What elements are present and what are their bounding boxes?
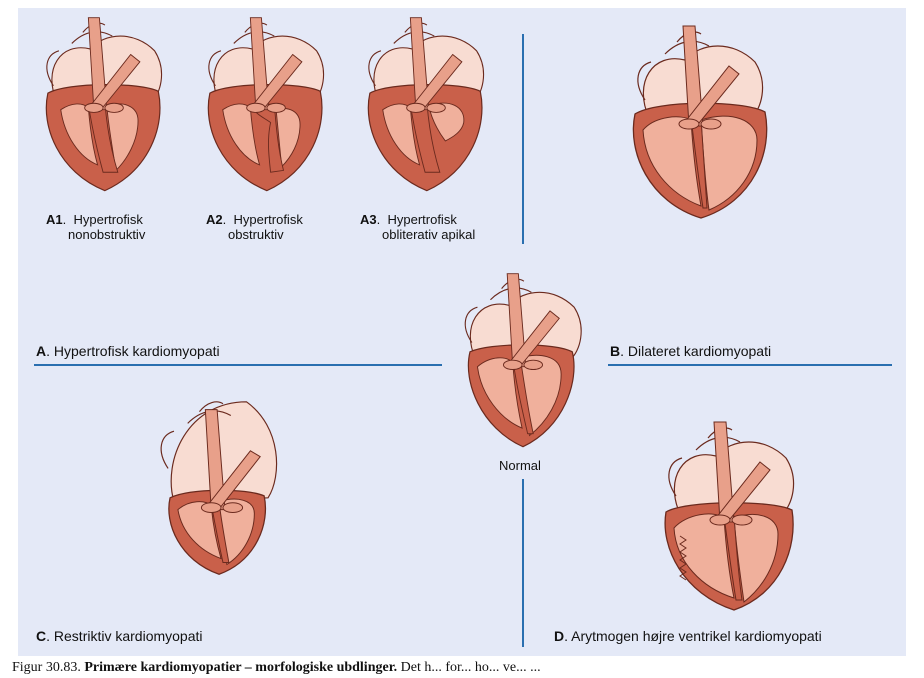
right-ventricle	[222, 103, 261, 166]
right-ventricle	[60, 103, 99, 166]
valve-ring-left	[678, 118, 700, 130]
septum	[690, 117, 708, 209]
section-label-b: B. Dilateret kardiomyopati	[610, 343, 772, 359]
valve-ring-left	[246, 102, 266, 113]
valve-ring-right	[731, 514, 753, 526]
left-ventricle	[106, 103, 139, 172]
valve-ring-right	[266, 102, 286, 113]
label-a1: A1. Hypertrofisk nonobstruktiv	[46, 212, 146, 242]
valve-ring-left	[406, 102, 426, 113]
septum	[210, 501, 230, 564]
pulmonary-vein	[637, 61, 652, 101]
valve-ring-left	[84, 102, 104, 113]
divider-vertical-bottom	[522, 479, 524, 647]
pulmonary-vein	[160, 430, 175, 469]
heart-d-arrhythmogenic	[664, 421, 795, 611]
valve-ring-right	[426, 102, 446, 113]
divider-horizontal-left	[34, 364, 442, 366]
heart-b-dilated	[632, 25, 768, 219]
left-ventricle	[275, 108, 301, 168]
left-ventricle	[700, 115, 758, 211]
pulmonary-vein	[46, 50, 60, 87]
septum	[512, 356, 534, 435]
pulmonary-vein	[208, 50, 222, 87]
pulmonary-vein	[668, 457, 683, 497]
valve-ring-left	[709, 514, 731, 526]
right-ventricle	[673, 513, 735, 599]
normal-heart-label: Normal	[499, 458, 541, 473]
right-ventricle	[382, 103, 421, 166]
right-ventricle	[177, 501, 222, 560]
left-ventricle	[733, 514, 779, 603]
figure-caption: Figur 30.83. Primære kardiomyopatier – m…	[12, 660, 541, 675]
valve-ring-right	[523, 359, 543, 370]
valve-ring-right	[104, 102, 124, 113]
arch-branch-small	[199, 401, 224, 412]
valve-ring-right	[700, 118, 722, 130]
valve-ring-right	[222, 502, 244, 514]
pulmonary-vein	[368, 50, 382, 87]
label-a2: A2. Hypertrofisk obstruktiv	[206, 212, 303, 242]
heart-a3-obliterative-apical	[367, 17, 485, 192]
atria	[673, 441, 795, 515]
divider-vertical-top	[522, 34, 524, 244]
heart-normal	[464, 273, 582, 448]
septum	[249, 103, 285, 173]
divider-horizontal-right	[608, 364, 892, 366]
fatty-infiltration	[679, 535, 687, 581]
septum	[409, 101, 441, 173]
septum	[723, 515, 743, 601]
atria	[642, 45, 764, 119]
atria	[469, 291, 582, 360]
section-label-c: C. Restriktiv kardiomyopati	[36, 628, 203, 644]
section-label-a: A. Hypertrofisk kardiomyopati	[36, 343, 220, 359]
heart-a1-nonobstructive	[45, 17, 163, 192]
right-ventricle	[642, 116, 702, 207]
septum	[87, 101, 119, 173]
right-ventricle	[476, 357, 523, 429]
heart-c-restrictive	[160, 401, 278, 575]
heart-a2-obstructive	[207, 17, 325, 192]
label-a3: A3. Hypertrofisk obliterativ apikal	[360, 212, 476, 242]
section-label-d: D. Arytmogen højre ventrikel kardiomyopa…	[554, 628, 822, 644]
atria	[170, 401, 278, 503]
valve-ring-left	[503, 359, 523, 370]
pulmonary-vein	[464, 306, 478, 343]
valve-ring-left	[200, 502, 222, 514]
